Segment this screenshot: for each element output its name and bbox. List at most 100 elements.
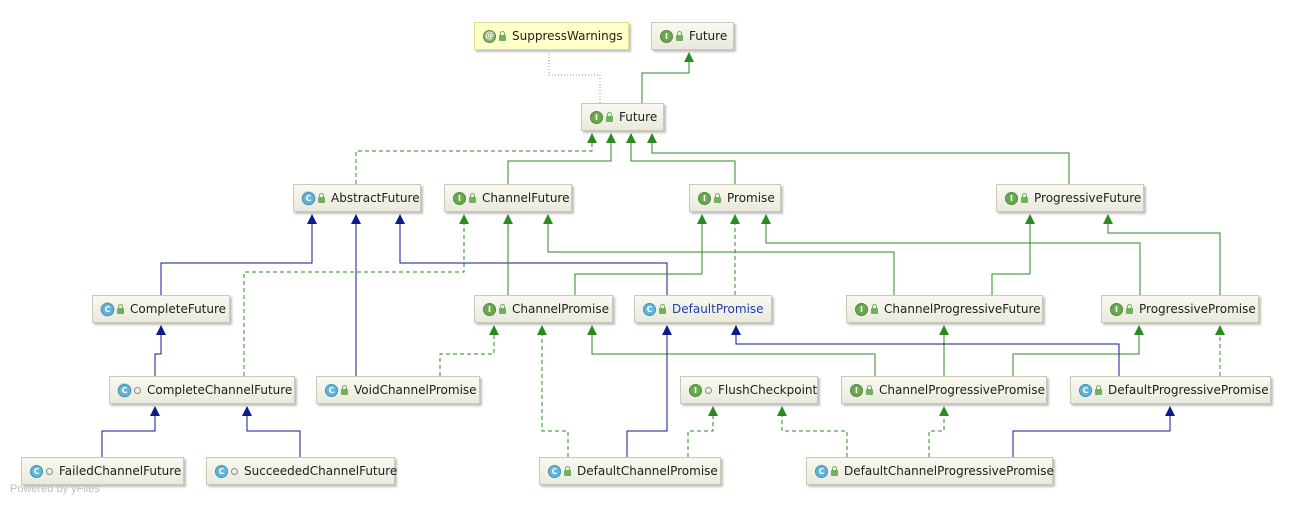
edge-arrowhead	[242, 406, 252, 416]
public-lock-icon	[714, 192, 721, 203]
edge-arrowhead	[626, 133, 636, 143]
public-lock-icon	[659, 303, 666, 314]
node-label: ProgressiveFuture	[1034, 191, 1142, 205]
edge-voidchannelpromise-to-channelpromise	[439, 335, 495, 376]
node-label: ChannelPromise	[512, 302, 609, 316]
abstract-type-icon: C	[101, 302, 114, 316]
node-label: Future	[619, 110, 658, 124]
interface-type-icon: I	[453, 191, 466, 205]
edge-arrowhead	[587, 325, 597, 335]
node-label: AbstractFuture	[331, 191, 420, 205]
edge-completechannelfuture-to-channelfuture	[243, 224, 465, 376]
edge-failedchannelfuture-to-completechannelfuture	[101, 416, 156, 457]
node-complete-future[interactable]: C CompleteFuture	[92, 295, 230, 323]
node-progressive-promise[interactable]: I ProgressivePromise	[1101, 295, 1259, 323]
interface-type-icon: I	[698, 191, 711, 205]
public-lock-icon	[117, 303, 124, 314]
node-label: DefaultProgressivePromise	[1108, 383, 1269, 397]
edge-channelfuture-to-future	[507, 143, 612, 184]
node-label: CompleteChannelFuture	[147, 383, 293, 397]
node-label: DefaultPromise	[672, 302, 764, 316]
node-label: FailedChannelFuture	[59, 464, 182, 478]
public-lock-icon	[1126, 303, 1133, 314]
edge-arrowhead	[489, 325, 499, 335]
package-private-icon	[231, 468, 238, 475]
annotation-type-icon: @	[483, 29, 496, 43]
node-abstract-future[interactable]: C AbstractFuture	[293, 184, 421, 212]
edge-channelprogressivefuture-to-channelfuture	[547, 224, 895, 295]
public-lock-icon	[318, 192, 325, 203]
edge-arrowhead	[730, 214, 740, 224]
node-failed-channel-future[interactable]: C FailedChannelFuture	[21, 457, 184, 485]
class-type-icon: C	[215, 464, 228, 478]
edge-channelprogressivepromise-to-channelpromise	[591, 335, 876, 376]
edge-defaultchannelpromise-to-defaultpromise	[626, 335, 668, 457]
edge-arrowhead	[537, 325, 547, 335]
edge-arrowhead	[939, 325, 949, 335]
abstract-type-icon: C	[118, 383, 131, 397]
powered-by-footer: Powered by yFiles	[10, 483, 100, 495]
edge-arrowhead	[150, 406, 160, 416]
edge-arrowhead	[684, 52, 694, 62]
edge-progressivefuture-to-future	[651, 143, 1070, 184]
interface-type-icon: I	[1110, 302, 1123, 316]
class-type-icon: C	[815, 464, 828, 478]
node-default-progressive-promise[interactable]: C DefaultProgressivePromise	[1070, 376, 1271, 404]
edge-arrowhead	[587, 133, 597, 143]
package-private-icon	[46, 468, 53, 475]
node-label: FlushCheckpoint	[718, 383, 818, 397]
public-lock-icon	[469, 192, 476, 203]
class-type-icon: C	[1079, 383, 1092, 397]
edge-arrowhead	[1215, 325, 1225, 335]
edge-succeededchannelfuture-to-completechannelfuture	[246, 416, 301, 457]
node-channel-future[interactable]: I ChannelFuture	[444, 184, 572, 212]
edge-arrowhead	[543, 214, 553, 224]
abstract-type-icon: C	[302, 191, 315, 205]
edge-arrowhead	[307, 214, 317, 224]
edge-arrowhead	[731, 325, 741, 335]
edge-defaultchannelpromise-to-flushcheckpoint	[687, 416, 714, 457]
node-label: ProgressivePromise	[1139, 302, 1256, 316]
public-lock-icon	[564, 465, 571, 476]
edge-completefuture-to-abstractfuture	[160, 224, 313, 295]
edge-arrowhead	[156, 325, 166, 335]
public-lock-icon	[831, 465, 838, 476]
node-label: SuppressWarnings	[512, 29, 623, 43]
class-type-icon: C	[30, 464, 43, 478]
interface-type-icon: I	[660, 29, 673, 43]
node-label: CompleteFuture	[130, 302, 227, 316]
edge-channelpromise-to-promise	[574, 224, 703, 295]
edge-arrowhead	[647, 133, 657, 143]
edge-defaultchannelprogressivepromise-to-flushcheckpoint	[781, 416, 848, 457]
node-label: ChannelFuture	[482, 191, 570, 205]
edge-defaultprogressivepromise-to-defaultpromise	[735, 335, 1120, 376]
edge-arrowhead	[697, 214, 707, 224]
node-complete-channel-future[interactable]: C CompleteChannelFuture	[109, 376, 295, 404]
node-suppress-warnings[interactable]: @ SuppressWarnings	[474, 22, 629, 50]
edge-abstractfuture-to-future	[355, 143, 593, 184]
edge-progressivepromise-to-promise	[765, 224, 1141, 295]
edge-arrowhead	[459, 214, 469, 224]
node-label: VoidChannelPromise	[354, 383, 477, 397]
edge-defaultchannelpromise-to-channelpromise	[541, 335, 569, 457]
edge-arrowhead	[1103, 214, 1113, 224]
edge-defaultchannelprogressivepromise-to-channelprogressivepromise	[928, 416, 945, 457]
public-lock-icon	[1095, 384, 1102, 395]
edge-arrowhead	[1025, 214, 1035, 224]
edge-defaultchannelprogressivepromise-to-defaultprogressivepromise	[1012, 416, 1171, 457]
public-lock-icon	[866, 384, 873, 395]
edge-arrowhead	[761, 214, 771, 224]
